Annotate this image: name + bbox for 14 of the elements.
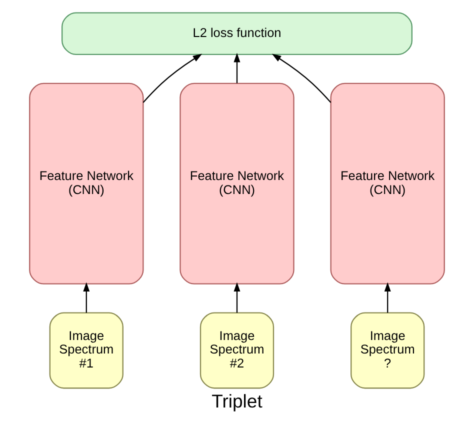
arrow <box>83 282 90 313</box>
arrow <box>272 54 332 103</box>
arrow <box>234 52 240 84</box>
caption: Triplet <box>212 390 262 412</box>
arrow <box>384 282 391 313</box>
node-box: Feature Network (CNN) <box>180 82 294 284</box>
node-box: L2 loss function <box>62 12 412 56</box>
node-box: Image Spectrum #1 <box>49 312 124 389</box>
node-box: Image Spectrum #2 <box>200 312 274 389</box>
arrow <box>142 54 202 103</box>
node-box: Feature Network (CNN) <box>330 82 445 284</box>
node-box: Image Spectrum ? <box>350 312 425 389</box>
node-box: Feature Network (CNN) <box>29 82 144 284</box>
arrow <box>234 282 240 313</box>
